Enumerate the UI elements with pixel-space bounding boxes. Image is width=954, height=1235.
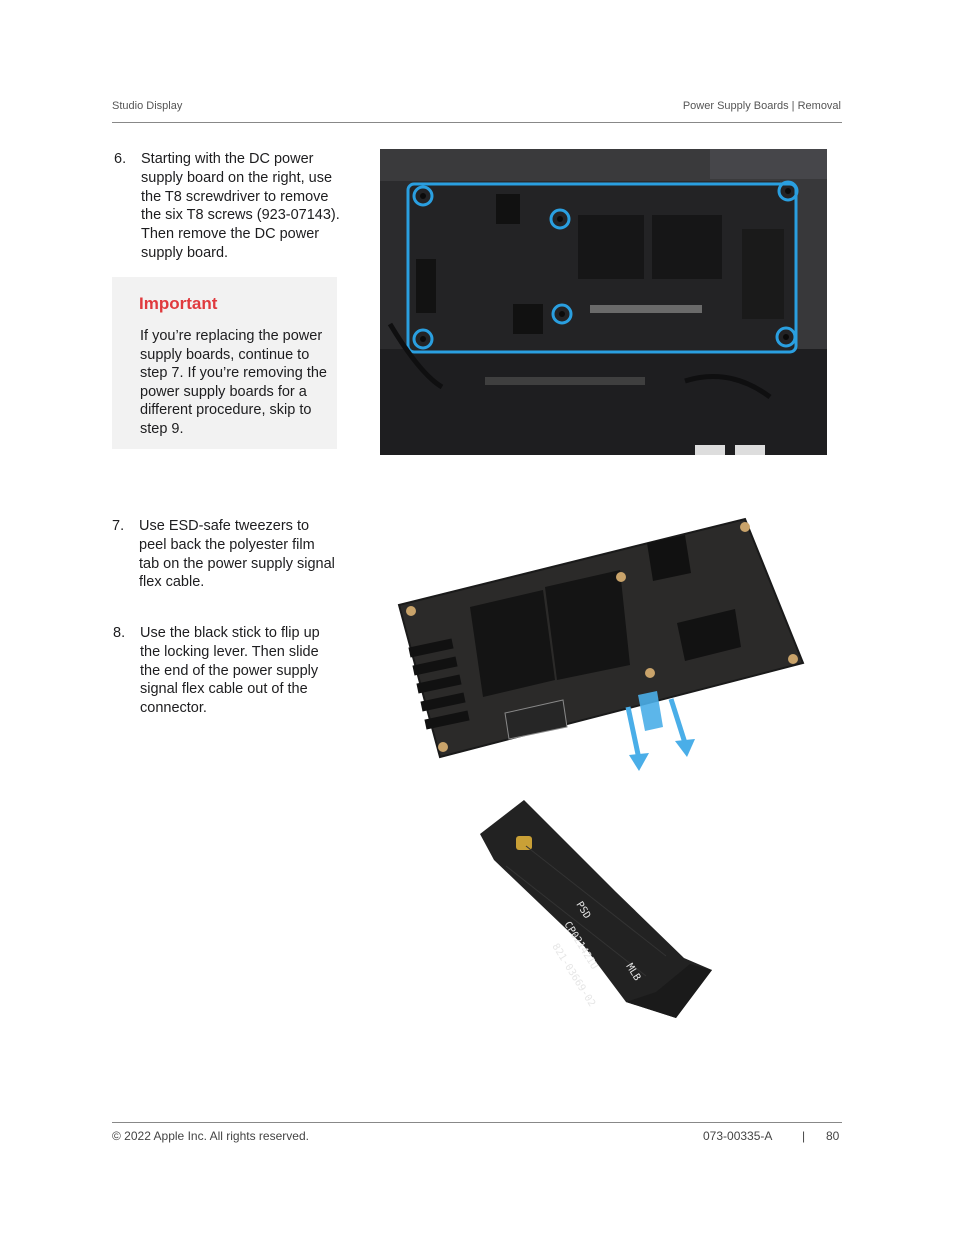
- step-7-number: 7.: [112, 518, 125, 534]
- step-7-text: Use ESD-safe tweezers to peel back the p…: [139, 518, 335, 591]
- important-text: If you’re replacing the power supply boa…: [140, 328, 327, 437]
- header-divider: [112, 122, 842, 123]
- step-7: 7. Use ESD-safe tweezers to peel back th…: [112, 517, 340, 597]
- step-8-text: Use the black stick to flip up the locki…: [140, 625, 320, 717]
- important-title: Important: [139, 294, 218, 313]
- photo-board-screws: [380, 149, 827, 455]
- footer-doc-number: 073-00335-A: [703, 1129, 773, 1143]
- step-8: 8. Use the black stick to flip up the lo…: [113, 624, 341, 724]
- footer-separator: |: [802, 1129, 806, 1143]
- photo-board-removed: [397, 517, 805, 771]
- footer-divider: [112, 1122, 842, 1123]
- header-section-title: Studio Display: [112, 100, 183, 112]
- step-6: 6. Starting with the DC power supply boa…: [114, 150, 340, 270]
- step-6-number: 6.: [114, 151, 127, 167]
- footer-page-number: 80: [826, 1129, 840, 1143]
- step-6-text: Starting with the DC power supply board …: [141, 151, 340, 261]
- step-8-number: 8.: [113, 625, 126, 641]
- footer-copyright: © 2022 Apple Inc. All rights reserved.: [112, 1129, 309, 1143]
- important-callout: Important If you’re replacing the power …: [112, 277, 337, 449]
- header-breadcrumb: Power Supply Boards | Removal: [682, 100, 841, 112]
